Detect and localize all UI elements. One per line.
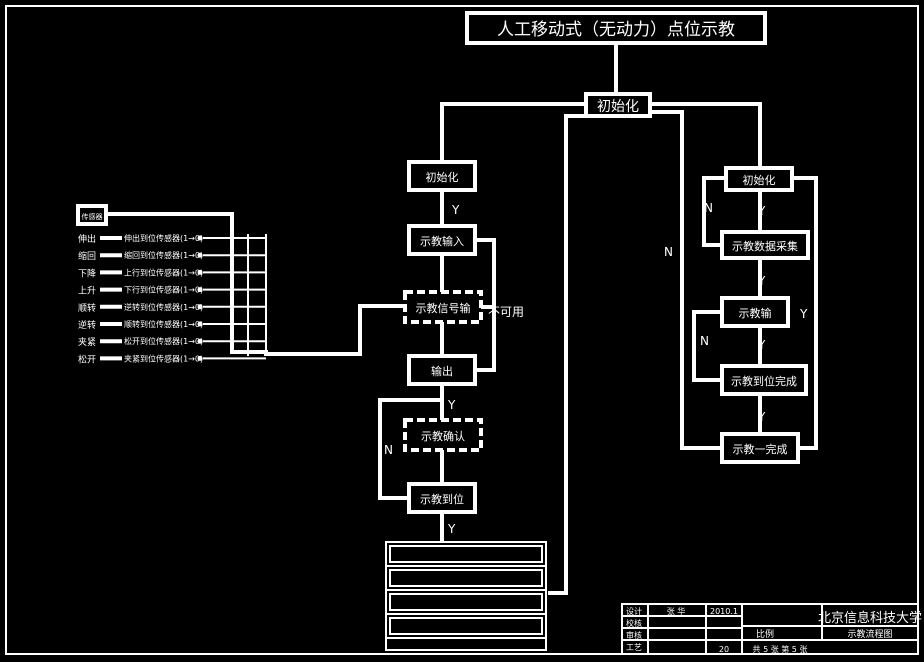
svg-text:示教输: 示教输 [739, 306, 772, 320]
svg-text:Y: Y [447, 398, 456, 412]
svg-text:Y: Y [757, 338, 766, 352]
university-text: 北京信息科技大学 [818, 610, 922, 626]
init-text: 初始化 [597, 98, 639, 115]
svg-text:初始化: 初始化 [426, 170, 459, 184]
svg-text:初始化: 初始化 [743, 173, 776, 187]
sensor-terminal [197, 252, 203, 258]
left-label-bad: 不可用 [488, 305, 524, 319]
sensor-header-text: 传感器 [82, 212, 103, 221]
drawing-name: 示教流程图 [847, 628, 892, 640]
sensor-name: 伸出 [78, 233, 96, 245]
sensor-signal: 顺转到位传感器(1→0) [124, 319, 203, 329]
svg-text:Y: Y [447, 522, 456, 536]
svg-text:N: N [704, 201, 713, 215]
sensor-name: 松开 [78, 353, 96, 365]
design-date: 2010.1 [710, 607, 738, 616]
sensor-terminal [197, 235, 203, 241]
title-block-row-label: 校核 [626, 618, 642, 628]
right-box-3 [720, 296, 790, 328]
svg-text:示教确认: 示教确认 [421, 430, 465, 443]
title-block-row-label: 审核 [626, 630, 642, 640]
qty-value: 20 [719, 645, 729, 654]
left-box-2 [407, 224, 477, 256]
sensor-signal: 缩回到位传感器(1→0) [124, 250, 203, 260]
drawing-border [5, 5, 919, 655]
sensor-name: 缩回 [78, 250, 96, 262]
title-block: 北京信息科技大学 示教流程图 比例 张 华 2010.1 20 共 5 张 第 … [621, 603, 922, 655]
scale-label: 比例 [756, 628, 774, 640]
svg-text:Y: Y [757, 274, 766, 288]
sensor-signal: 伸出到位传感器(1→0) [124, 233, 203, 243]
svg-text:N: N [664, 245, 673, 259]
sensor-signal: 上行到位传感器(1→0) [124, 267, 203, 277]
svg-text:Y: Y [799, 307, 808, 321]
sensor-terminal [197, 304, 203, 310]
svg-text:Y: Y [757, 204, 766, 218]
sensor-terminal [197, 287, 203, 293]
sensor-terminal [197, 269, 203, 275]
svg-text:输出: 输出 [431, 364, 453, 378]
svg-text:示教到位完成: 示教到位完成 [731, 374, 797, 388]
title-text: 人工移动式（无动力）点位示教 [497, 20, 735, 40]
designer-name: 张 华 [667, 606, 686, 616]
sensor-name: 上升 [78, 286, 96, 297]
sensor-signal: 逆转到位传感器(1→0) [124, 302, 203, 312]
svg-text:示教到位: 示教到位 [420, 492, 464, 506]
sheet-info: 共 5 张 第 5 张 [753, 644, 808, 654]
title-block-row-label: 设计 [626, 606, 642, 616]
sensor-terminal [197, 338, 203, 344]
svg-text:N: N [700, 334, 709, 348]
svg-text:Y: Y [757, 410, 766, 424]
sensor-name: 夹紧 [78, 336, 96, 348]
left-label-y1: Y [451, 203, 460, 217]
sensor-list: 伸出 伸出到位传感器(1→0) 缩回 缩回到位传感器(1→0) 下降 上行到位传感器(1→… [78, 233, 267, 365]
svg-text:示教数据采集: 示教数据采集 [732, 239, 798, 253]
sensor-signal: 夹紧到位传感器(1→0) [124, 353, 203, 363]
sensor-signal: 松开到位传感器(1→0) [124, 336, 203, 346]
sensor-name: 顺转 [78, 302, 96, 314]
left-label-n: N [384, 443, 393, 457]
title-block-row-label: 工艺 [626, 643, 642, 652]
svg-text:示教输入: 示教输入 [420, 234, 464, 248]
sensor-terminal [197, 355, 203, 361]
svg-text:示教一完成: 示教一完成 [733, 442, 788, 456]
output-table [385, 541, 547, 651]
sensor-signal: 下行到位传感器(1→0) [124, 285, 203, 295]
sensor-terminal [197, 321, 203, 327]
sensor-name: 逆转 [78, 319, 96, 331]
svg-text:示教信号输: 示教信号输 [416, 301, 471, 315]
sensor-name: 下降 [78, 267, 96, 279]
